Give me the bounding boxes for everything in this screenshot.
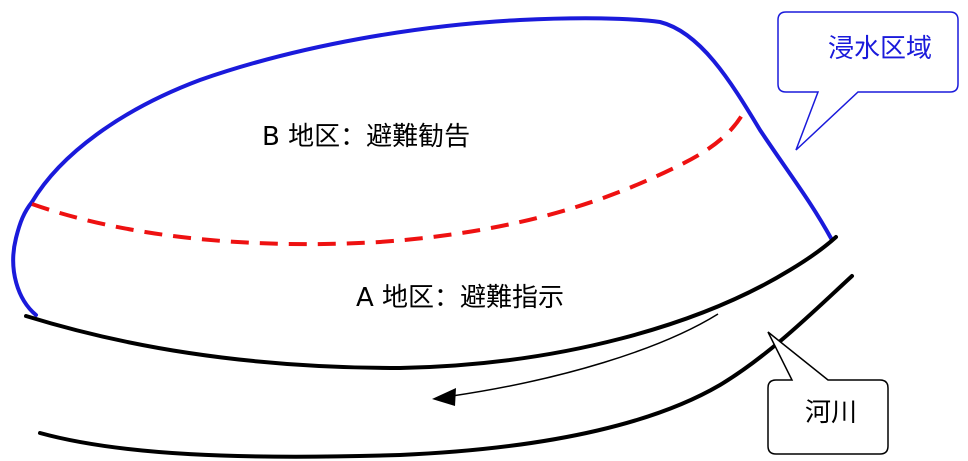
river-flow-arrowhead [432,388,456,406]
river-bank-far [38,274,854,459]
evacuation-zone-divider [31,107,748,247]
area-b-label: B 地区：避難勧告 [262,122,471,152]
flood-area-callout-text: 浸水区域 [827,34,932,64]
flood-area-boundary [11,16,834,317]
river-callout-bubble [767,331,889,455]
river-callout-text: 河川 [804,398,857,428]
river-bank-near [24,235,838,371]
area-a-label: A 地区：避難指示 [356,283,565,313]
river-flow-arrow-line [451,313,719,397]
flood-area-callout-bubble [777,11,959,151]
